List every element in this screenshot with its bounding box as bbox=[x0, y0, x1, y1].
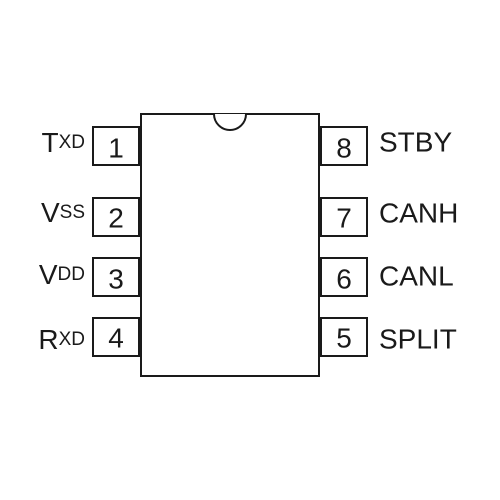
pin-4-number: 4 bbox=[108, 323, 124, 354]
pin-4-box bbox=[92, 317, 140, 357]
pin-2-box bbox=[92, 197, 140, 237]
pin-2-label-main: V bbox=[41, 197, 60, 228]
pin-4-label-main: R bbox=[38, 324, 58, 355]
pin-3-label-main: V bbox=[39, 259, 58, 290]
pin-7-box bbox=[320, 197, 368, 237]
pin-7-label: CANH bbox=[379, 198, 458, 229]
pin-1-box bbox=[92, 126, 140, 166]
pin-4-label: RXD bbox=[38, 324, 85, 355]
pin-1-label-main: T bbox=[41, 127, 58, 158]
pin-5: 5 SPLIT bbox=[320, 317, 457, 357]
pin-3: 3 VDD bbox=[39, 257, 140, 297]
pin-6-box bbox=[320, 257, 368, 297]
pin1-notch bbox=[213, 113, 247, 131]
pin-5-number: 5 bbox=[336, 323, 352, 354]
pin-3-label: VDD bbox=[39, 259, 85, 290]
pin-3-label-sub: DD bbox=[58, 264, 85, 285]
pin-6-number: 6 bbox=[336, 264, 352, 295]
pin-1: 1 TXD bbox=[41, 126, 140, 166]
pin-3-number: 3 bbox=[108, 264, 124, 295]
pin-1-label: TXD bbox=[41, 127, 85, 158]
pin-7-number: 7 bbox=[336, 203, 352, 234]
pin-2-label-sub: SS bbox=[60, 202, 85, 223]
pin-8: 8 STBY bbox=[320, 126, 452, 166]
pin-5-label: SPLIT bbox=[379, 324, 457, 355]
pin-2-number: 2 bbox=[108, 203, 124, 234]
pin-2: 2 VSS bbox=[41, 197, 140, 237]
pin-7: 7 CANH bbox=[320, 197, 458, 237]
pin-4: 4 RXD bbox=[38, 317, 140, 357]
pin-1-label-sub: XD bbox=[59, 132, 85, 153]
pin-1-number: 1 bbox=[108, 133, 124, 164]
pin-8-label: STBY bbox=[379, 127, 452, 158]
pin-4-label-sub: XD bbox=[59, 329, 85, 350]
pin-6-label: CANL bbox=[379, 261, 454, 292]
pin-3-box bbox=[92, 257, 140, 297]
pin-5-box bbox=[320, 317, 368, 357]
ic-package-body bbox=[140, 113, 320, 377]
pin-6: 6 CANL bbox=[320, 257, 454, 297]
pin-2-label: VSS bbox=[41, 197, 85, 228]
pin-8-box bbox=[320, 126, 368, 166]
pin-8-number: 8 bbox=[336, 133, 352, 164]
